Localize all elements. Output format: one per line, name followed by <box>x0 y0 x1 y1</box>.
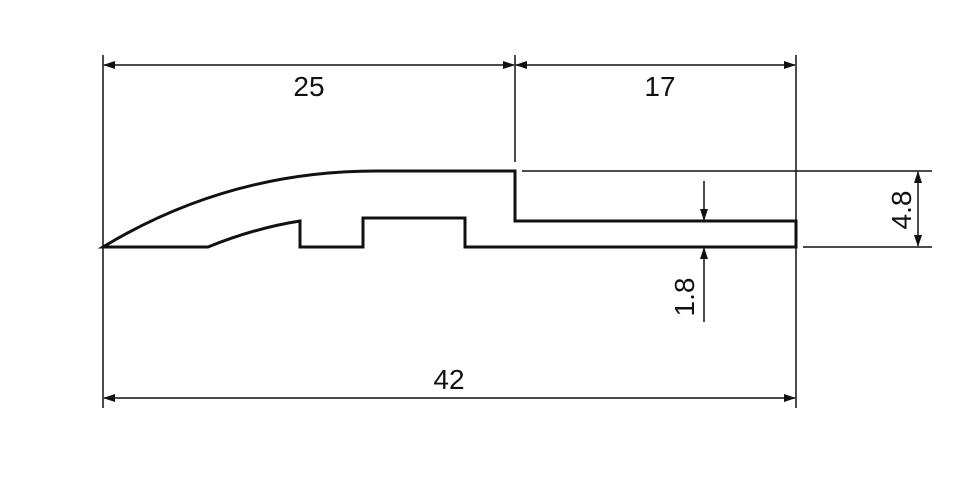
dim-label-1-8: 1.8 <box>669 278 700 317</box>
dim-label-25: 25 <box>293 71 324 102</box>
profile-outline <box>97 169 798 249</box>
dimension-lines <box>103 61 922 402</box>
extension-lines <box>102 55 932 408</box>
dim-label-17: 17 <box>644 71 675 102</box>
dim-label-4-8: 4.8 <box>886 191 917 230</box>
dim-label-42: 42 <box>433 364 464 395</box>
